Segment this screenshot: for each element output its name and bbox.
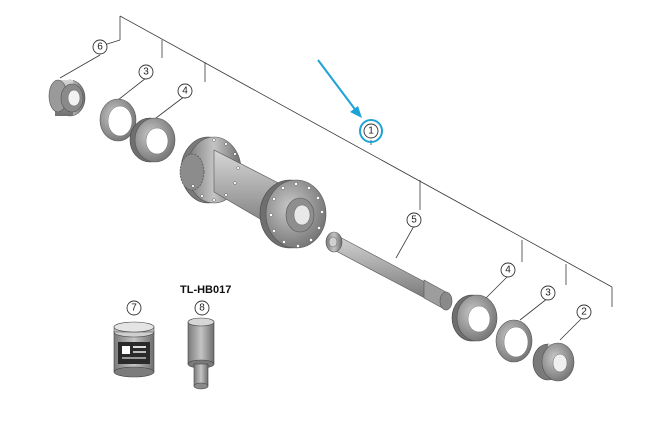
callout-label: 5 <box>411 215 417 226</box>
callout-2: 2 <box>576 304 592 320</box>
highlight-arrow <box>317 59 362 118</box>
axle <box>325 231 453 311</box>
callout-label: 4 <box>505 265 511 276</box>
grease-container <box>113 321 155 378</box>
spacer-ring-right <box>495 319 533 363</box>
callout-label: 7 <box>131 303 137 314</box>
callout-8: 8 <box>194 300 210 316</box>
callout-6: 6 <box>92 39 108 55</box>
bearing-ring-right <box>451 294 498 342</box>
callout-label: 3 <box>143 67 149 78</box>
spacer-ring-left <box>99 98 137 142</box>
callout-3-left: 3 <box>138 64 154 80</box>
bearing-ring-left <box>129 117 176 163</box>
hub-tool <box>187 317 215 390</box>
callout-3-right: 3 <box>540 285 556 301</box>
end-cap-right <box>532 342 575 382</box>
callout-label: 3 <box>545 288 551 299</box>
callout-1: 1 <box>359 119 383 143</box>
callout-4-left: 4 <box>177 83 193 99</box>
tool-code-label: TL-HB017 <box>180 284 231 296</box>
callout-label: 2 <box>581 307 587 318</box>
callout-label: 4 <box>182 86 188 97</box>
callout-4-right: 4 <box>500 262 516 278</box>
callout-highlight-ring <box>359 119 383 143</box>
callout-label: 1 <box>368 126 374 137</box>
leader-lines <box>59 15 613 341</box>
callout-5: 5 <box>406 212 422 228</box>
hub-body <box>179 136 327 249</box>
callout-label: 6 <box>97 42 103 53</box>
callout-7: 7 <box>126 300 142 316</box>
end-cap-left <box>48 79 86 117</box>
callout-label: 8 <box>199 303 205 314</box>
